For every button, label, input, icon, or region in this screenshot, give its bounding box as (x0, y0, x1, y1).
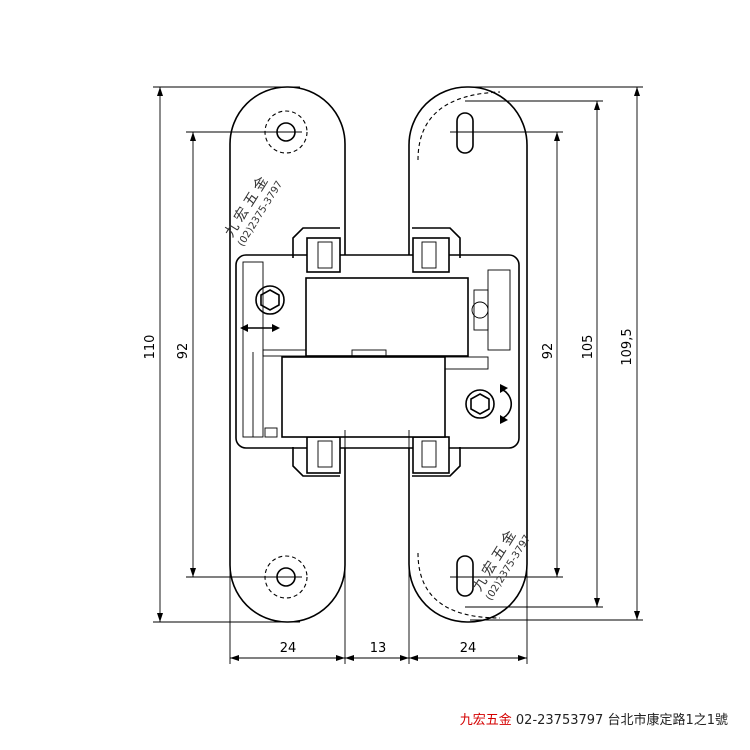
rotate-adjust-arrow-icon (500, 384, 512, 424)
footer-contact: 九宏五金 02-23753797 台北市康定路1之1號 (460, 709, 728, 728)
dim-left-height: 110 (143, 335, 158, 360)
dim-right-body-width: 24 (460, 641, 477, 656)
dim-right-hole-spacing: 92 (541, 343, 556, 360)
dim-left-hole-spacing: 92 (176, 343, 191, 360)
horizontal-adjust-arrow-icon (240, 324, 280, 332)
footer-phone: 02-23753797 (515, 713, 604, 728)
dim-right-height: 109,5 (620, 328, 635, 365)
dimension-lines (153, 86, 643, 664)
hex-screw-icon (465, 389, 495, 419)
dim-right-slot-spacing: 105 (581, 335, 596, 360)
upper-arm (305, 277, 469, 359)
footer-brand: 九宏五金 (459, 713, 512, 728)
dim-left-body-width: 24 (280, 641, 297, 656)
footer-address: 台北市康定路1之1號 (607, 713, 728, 728)
lower-arm (281, 356, 489, 438)
hex-screw-icon (255, 285, 285, 315)
dim-gap-width: 13 (370, 641, 387, 656)
